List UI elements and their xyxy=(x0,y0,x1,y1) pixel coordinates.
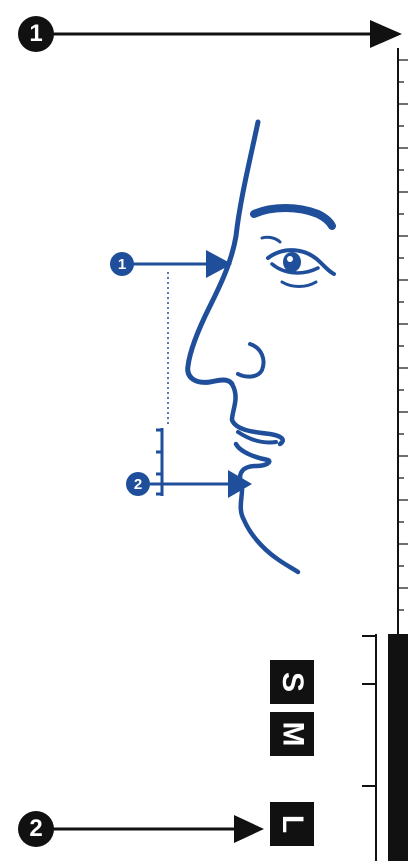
face-marker-1: 1 xyxy=(110,252,134,276)
face-marker-2-label: 2 xyxy=(134,476,142,493)
face-marker-2: 2 xyxy=(126,472,150,496)
face-marker-1-label: 1 xyxy=(118,256,126,273)
